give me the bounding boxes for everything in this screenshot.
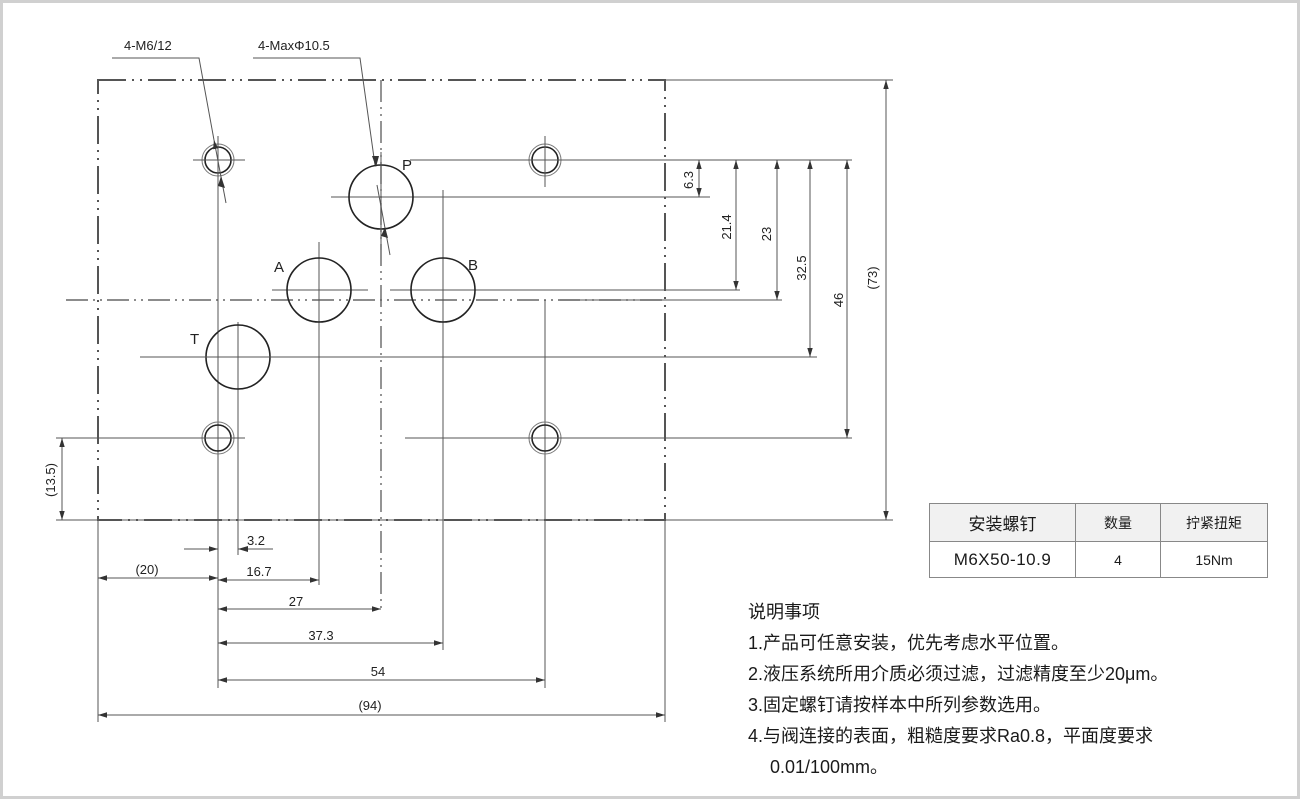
svg-text:3.2: 3.2	[247, 533, 265, 548]
callout-screw-holes-text: 4-M6/12	[124, 38, 172, 53]
dimension-20: (20)	[98, 562, 218, 581]
table-row: M6X50-10.9 4 15Nm	[929, 541, 1268, 578]
spec-header-torque: 拧紧扭矩	[1160, 503, 1268, 542]
screw-hole-bottom-left	[193, 421, 245, 455]
dimension-37-3: 37.3	[218, 628, 443, 646]
mounting-screw-spec-table: 安装螺钉 数量 拧紧扭矩 M6X50-10.9 4 15Nm	[929, 503, 1268, 578]
svg-text:32.5: 32.5	[794, 255, 809, 280]
spec-cell-torque: 15Nm	[1160, 541, 1268, 578]
spec-header-quantity: 数量	[1075, 503, 1161, 542]
note-item: 3.固定螺钉请按样本中所列参数选用。	[748, 695, 1052, 715]
port-a	[286, 257, 352, 323]
svg-text:37.3: 37.3	[308, 628, 333, 643]
svg-text:21.4: 21.4	[719, 214, 734, 239]
svg-text:16.7: 16.7	[246, 564, 271, 579]
dimension-16-7: 16.7	[218, 564, 319, 583]
dimension-32-5: 32.5	[794, 160, 813, 357]
port-t	[190, 324, 285, 390]
notes-section: 说明事项 1.产品可任意安装，优先考虑水平位置。 2.液压系统所用介质必须过滤，…	[748, 597, 1168, 783]
svg-text:46: 46	[831, 293, 846, 307]
dimension-3-2: 3.2	[184, 533, 273, 552]
dimension-23: 23	[759, 160, 780, 300]
port-label-b: B	[468, 257, 478, 274]
screw-hole-bottom-right	[520, 421, 570, 455]
dimension-21-4: 21.4	[719, 160, 739, 290]
callout-ports: 4-MaxΦ10.5	[253, 38, 391, 256]
dimension-27: 27	[218, 594, 381, 612]
port-label-t: T	[190, 331, 199, 348]
spec-cell-screw: M6X50-10.9	[929, 541, 1076, 578]
dimension-94: (94)	[98, 698, 665, 718]
port-label-p: P	[402, 157, 412, 174]
note-item: 4.与阀连接的表面，粗糙度要求Ra0.8，平面度要求	[748, 726, 1154, 746]
dimension-13-5: (13.5)	[43, 438, 65, 520]
svg-text:(94): (94)	[358, 698, 381, 713]
dimension-46: 46	[831, 160, 850, 438]
svg-text:(13.5): (13.5)	[43, 463, 58, 497]
dimension-54: 54	[218, 664, 545, 683]
svg-text:23: 23	[759, 227, 774, 241]
mounting-surface-outline	[97, 79, 666, 521]
port-p	[348, 152, 414, 250]
port-label-a: A	[274, 259, 284, 276]
svg-text:6.3: 6.3	[681, 171, 696, 189]
note-item: 1.产品可任意安装，优先考虑水平位置。	[748, 633, 1070, 653]
svg-text:27: 27	[289, 594, 303, 609]
screw-hole-top-left	[193, 136, 245, 184]
svg-text:(73): (73)	[865, 266, 880, 289]
notes-title: 说明事项	[748, 602, 820, 622]
note-item: 2.液压系统所用介质必须过滤，过滤精度至少20μm。	[748, 664, 1169, 684]
svg-text:54: 54	[371, 664, 385, 679]
spec-table-header-row: 安装螺钉 数量 拧紧扭矩	[929, 503, 1268, 542]
spec-header-screw: 安装螺钉	[929, 503, 1076, 542]
port-b	[410, 257, 476, 323]
svg-text:(20): (20)	[135, 562, 158, 577]
callout-screw-holes: 4-M6/12	[112, 38, 227, 204]
note-item-continuation: 0.01/100mm。	[770, 757, 889, 777]
screw-hole-top-right	[520, 136, 570, 187]
spec-cell-quantity: 4	[1075, 541, 1161, 578]
callout-ports-text: 4-MaxΦ10.5	[258, 38, 330, 53]
dimension-6-3: 6.3	[681, 160, 702, 197]
dimension-73: (73)	[865, 80, 889, 520]
